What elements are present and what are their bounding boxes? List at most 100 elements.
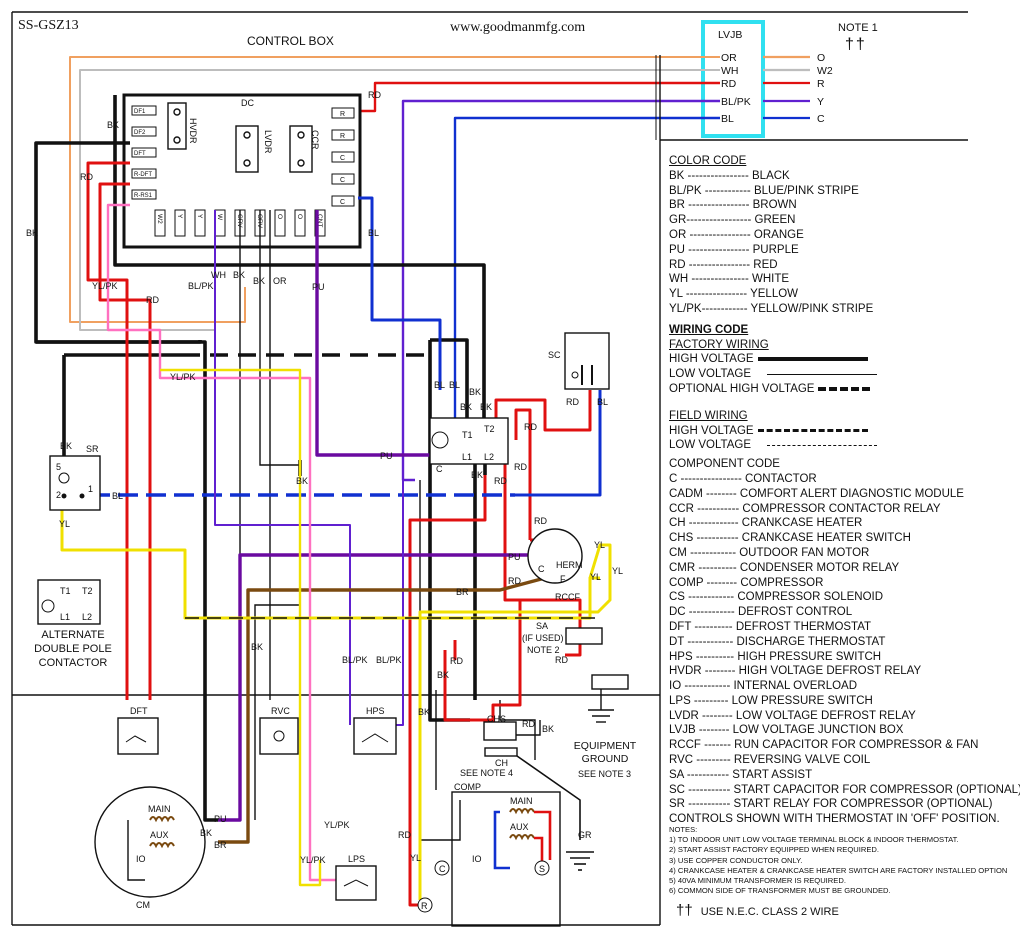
lvjb-terminal-label: Y	[817, 96, 824, 108]
color-code-item: GR----------------- GREEN	[669, 214, 796, 227]
color-code-item: YL/PK------------ YELLOW/PINK STRIPE	[669, 302, 874, 315]
comp-label: COMP	[454, 782, 481, 792]
svg-text:L2: L2	[82, 612, 92, 622]
wire-color-tag: RD	[524, 422, 537, 432]
component-code-item: LVJB -------- LOW VOLTAGE JUNCTION BOX	[669, 724, 904, 737]
legend-high-voltage: HIGH VOLTAGE	[669, 352, 1014, 367]
wire-color-tag: BK	[60, 441, 72, 451]
wire-color-tag: BL/PK	[376, 655, 402, 665]
wire-color-tag: BL	[449, 380, 460, 390]
board-right-terminal: C	[340, 199, 345, 206]
outdoor-fan-motor: MAIN AUX IO CM	[94, 786, 206, 910]
lvjb-wire-label: BL/PK	[721, 96, 751, 108]
purple-wires	[218, 210, 530, 822]
l2-label: L2	[484, 452, 494, 462]
board-right-terminal: R	[340, 111, 345, 118]
board-bottom-terminal: Y	[196, 214, 203, 219]
dft-label: DFT	[130, 706, 148, 716]
component-code-item: CM ------------ OUTDOOR FAN MOTOR	[669, 546, 870, 559]
note3-label: SEE NOTE 3	[578, 769, 631, 779]
wire-color-tag: BL/PK	[188, 281, 214, 291]
svg-text:C: C	[439, 864, 446, 874]
color-code-title: COLOR CODE	[669, 155, 747, 167]
note4-label: SEE NOTE 4	[460, 768, 513, 778]
hps-label: HPS	[366, 706, 385, 716]
board-bottom-terminal: W	[216, 214, 223, 221]
component-code-item: CONTROLS SHOWN WITH THERMOSTAT IN 'OFF' …	[669, 813, 1000, 826]
svg-text:2: 2	[56, 490, 61, 500]
component-code-item: RVC --------- REVERSING VALVE COIL	[669, 754, 871, 767]
svg-text:MAIN: MAIN	[510, 796, 533, 806]
component-code-item: LPS --------- LOW PRESSURE SWITCH	[669, 694, 873, 707]
wire-color-tag: BK	[296, 476, 308, 486]
compressor-ground: GR	[516, 755, 594, 871]
color-code-item: RD ---------------- RED	[669, 258, 778, 271]
board-left-terminal: DF2	[134, 130, 146, 136]
wire-color-tag: BR	[214, 840, 227, 850]
board-left-terminal: DF1	[134, 109, 146, 115]
wire-color-tag: BK	[437, 670, 449, 680]
contactor-coil-icon	[431, 431, 449, 449]
lps-switch: LPS	[335, 854, 377, 901]
wire-color-tag: YL	[590, 572, 601, 582]
board-bottom-terminal: O	[296, 214, 303, 219]
color-code-item: BR ---------------- BROWN	[669, 199, 797, 212]
wire-color-tag: BK	[26, 228, 38, 238]
model-number: SS-GSZ13	[18, 18, 79, 33]
lvjb-wire-label: BL	[721, 113, 734, 125]
note-item: 3) USE COPPER CONDUCTOR ONLY.	[669, 855, 803, 865]
dc-label: DC	[241, 98, 254, 108]
sa-label: SA	[536, 621, 548, 631]
color-code-item: OR ---------------- ORANGE	[669, 228, 804, 241]
notes-title: NOTES:	[669, 825, 698, 834]
alternate-contactor: T1 T2 L1 L2 ALTERNATE DOUBLE POLE CONTAC…	[34, 579, 112, 669]
rvc-coil: RVC	[259, 706, 299, 755]
wire-color-tag: BL	[368, 228, 379, 238]
note-item: 5) 40VA MINIMUM TRANSFORMER IS REQUIRED.	[669, 876, 846, 886]
lvjb-terminal-label: C	[817, 113, 825, 125]
component-code-item: CCR ----------- COMPRESSOR CONTACTOR REL…	[669, 502, 941, 515]
hvdr-label: HVDR	[188, 118, 198, 144]
wire-color-tag: BL	[112, 491, 123, 501]
lvjb-highlight-box	[701, 20, 765, 138]
component-code-item: LVDR -------- LOW VOLTAGE DEFROST RELAY	[669, 709, 916, 722]
wire-color-tag: BK	[251, 642, 263, 652]
wire-color-tag: OR	[273, 276, 287, 286]
board-bottom-terminal: Y	[176, 214, 183, 219]
lvjb-wire-label: RD	[721, 78, 737, 90]
t2-label: T2	[484, 424, 495, 434]
legend-field-low: LOW VOLTAGE	[669, 438, 1014, 453]
dft-switch: DFT	[117, 706, 159, 755]
svg-text:R: R	[421, 901, 428, 911]
l1-label: L1	[462, 452, 472, 462]
chs-label: CHS	[487, 714, 506, 724]
svg-text:F: F	[560, 574, 566, 584]
aux-label: AUX	[150, 830, 169, 840]
control-box-label: CONTROL BOX	[247, 34, 334, 48]
component-code-item: DT ------------ DISCHARGE THERMOSTAT	[669, 635, 886, 648]
class2-wire-note: ††USE N.E.C. CLASS 2 WIRE	[676, 902, 839, 919]
board-right-terminal: C	[340, 155, 345, 162]
component-code-item: CADM -------- COMFORT ALERT DIAGNOSTIC M…	[669, 487, 964, 500]
lvjb-wire-label: OR	[721, 52, 737, 64]
field-wiring-title: FIELD WIRING	[669, 409, 748, 422]
legend-optional-high-voltage: OPTIONAL HIGH VOLTAGE	[669, 382, 1014, 397]
blue-wires	[358, 196, 602, 497]
component-code-item: DFT ---------- DEFROST THERMOSTAT	[669, 620, 872, 633]
board-right-terminal: C	[340, 177, 345, 184]
lvjb-terminal-label: W2	[817, 65, 833, 77]
note-item: 4) CRANKCASE HEATER & CRANKCASE HEATER S…	[669, 865, 1008, 875]
component-code-item: HPS ---------- HIGH PRESSURE SWITCH	[669, 650, 882, 663]
wire-color-tag: RD	[450, 656, 463, 666]
manufacturer-url: www.goodmanmfg.com	[450, 20, 586, 35]
ch-label: CH	[495, 758, 508, 768]
wiring-code-title: WIRING CODE	[669, 323, 749, 336]
board-left-terminal: R-DFT	[134, 172, 152, 178]
wire-color-tag: YL/PK	[170, 372, 196, 382]
wire-color-tag: RD	[508, 576, 521, 586]
class2-dagger-icon: ††	[845, 36, 867, 53]
wire-color-tag: BK	[460, 402, 472, 412]
wire-color-tag: YL	[612, 566, 623, 576]
